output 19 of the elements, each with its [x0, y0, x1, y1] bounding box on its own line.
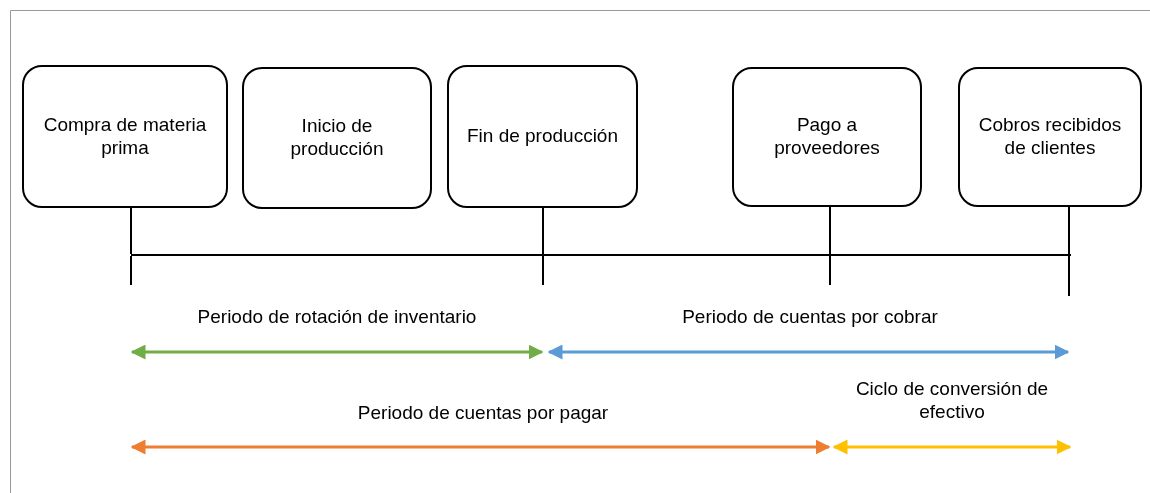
event-box: [22, 65, 228, 208]
event-label: Compra de materia prima: [42, 113, 208, 160]
event-label: Pago a proveedores: [773, 114, 881, 160]
period-label: Periodo de cuentas por pagar: [357, 402, 609, 425]
connector-line: [1068, 206, 1070, 255]
period-label: Periodo de rotación de inventario: [197, 306, 477, 329]
event-label: Inicio de producción: [289, 115, 385, 161]
connector-line: [130, 207, 132, 255]
timeline-bar: [131, 254, 1071, 256]
event-label: Cobros recibidos de clientes: [977, 114, 1123, 160]
event-box: [732, 67, 922, 207]
event-label: Fin de producción: [466, 125, 618, 148]
event-box: [242, 67, 432, 209]
connector-line: [542, 207, 544, 255]
connector-line: [829, 206, 831, 255]
event-box: [447, 65, 638, 208]
period-label: Periodo de cuentas por cobrar: [682, 306, 938, 329]
period-label: Ciclo de conversión de efectivo: [854, 378, 1050, 424]
event-box: [958, 67, 1142, 207]
